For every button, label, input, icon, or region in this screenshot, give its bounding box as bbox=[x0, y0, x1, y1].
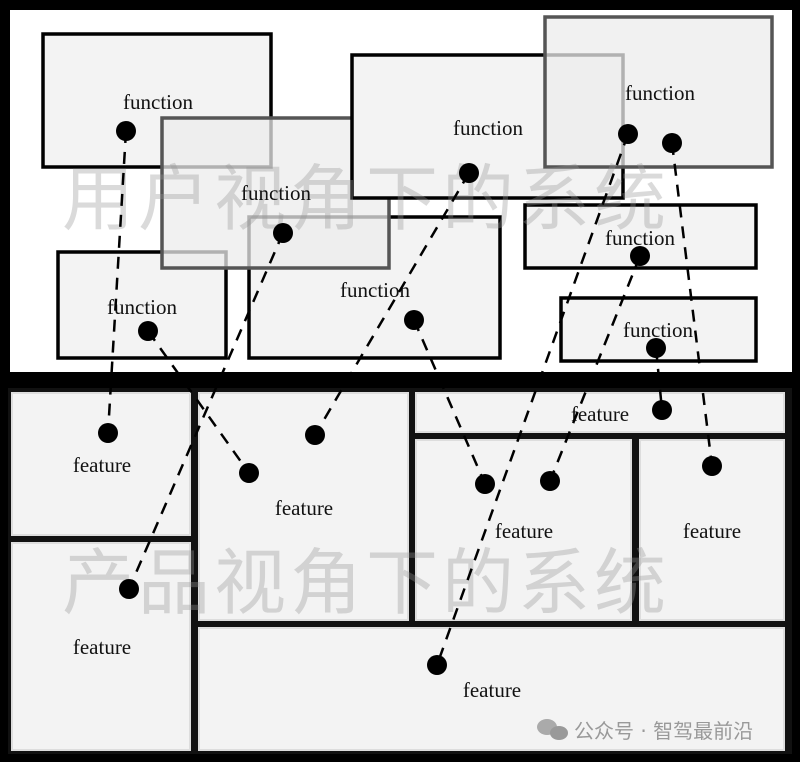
product-view-watermark: 产品视角下的系统 bbox=[62, 541, 670, 625]
feature-panel bbox=[11, 542, 191, 751]
feature-dot bbox=[427, 655, 447, 675]
feature-panel bbox=[198, 627, 785, 751]
credit-text: 公众号 · 智驾最前沿 bbox=[574, 719, 753, 743]
mapping-line bbox=[654, 347, 664, 411]
function-label: function bbox=[340, 278, 410, 302]
function-dot bbox=[273, 223, 293, 243]
feature-label: feature bbox=[463, 678, 521, 702]
feature-label: feature bbox=[275, 496, 333, 520]
mapping-line bbox=[412, 319, 487, 485]
feature-dot bbox=[702, 456, 722, 476]
function-label: function bbox=[241, 181, 311, 205]
function-dot bbox=[630, 246, 650, 266]
function-label: function bbox=[123, 90, 193, 114]
feature-dot bbox=[119, 579, 139, 599]
function-dots bbox=[116, 121, 682, 358]
feature-panel bbox=[198, 392, 409, 621]
mapping-line bbox=[313, 172, 471, 436]
function-label: function bbox=[605, 226, 675, 250]
function-dot bbox=[459, 163, 479, 183]
mapping-line bbox=[146, 330, 251, 474]
feature-label: feature bbox=[571, 402, 629, 426]
function-dot bbox=[138, 321, 158, 341]
feature-dot bbox=[98, 423, 118, 443]
feature-dot bbox=[652, 400, 672, 420]
feature-dot bbox=[239, 463, 259, 483]
mapping-line bbox=[435, 133, 630, 666]
mapping-line bbox=[127, 232, 285, 590]
function-dot bbox=[116, 121, 136, 141]
feature-panel bbox=[11, 392, 191, 536]
function-label: function bbox=[623, 318, 693, 342]
function-dot bbox=[662, 133, 682, 153]
function-dot bbox=[646, 338, 666, 358]
feature-label: feature bbox=[683, 519, 741, 543]
function-label: function bbox=[625, 81, 695, 105]
function-dot bbox=[404, 310, 424, 330]
feature-dot bbox=[305, 425, 325, 445]
user-view-watermark: 用户视角下的系统 bbox=[62, 157, 670, 241]
feature-panel bbox=[415, 392, 785, 433]
function-dot bbox=[618, 124, 638, 144]
feature-label: feature bbox=[495, 519, 553, 543]
feature-label: feature bbox=[73, 635, 131, 659]
feature-dots bbox=[98, 400, 722, 675]
wechat-icon bbox=[537, 719, 568, 740]
function-box bbox=[543, 15, 774, 169]
feature-dot bbox=[540, 471, 560, 491]
function-label: function bbox=[107, 295, 177, 319]
feature-panel bbox=[415, 439, 632, 621]
feature-label: feature bbox=[73, 453, 131, 477]
function-label: function bbox=[453, 116, 523, 140]
feature-dot bbox=[475, 474, 495, 494]
mapping-line bbox=[106, 130, 128, 434]
